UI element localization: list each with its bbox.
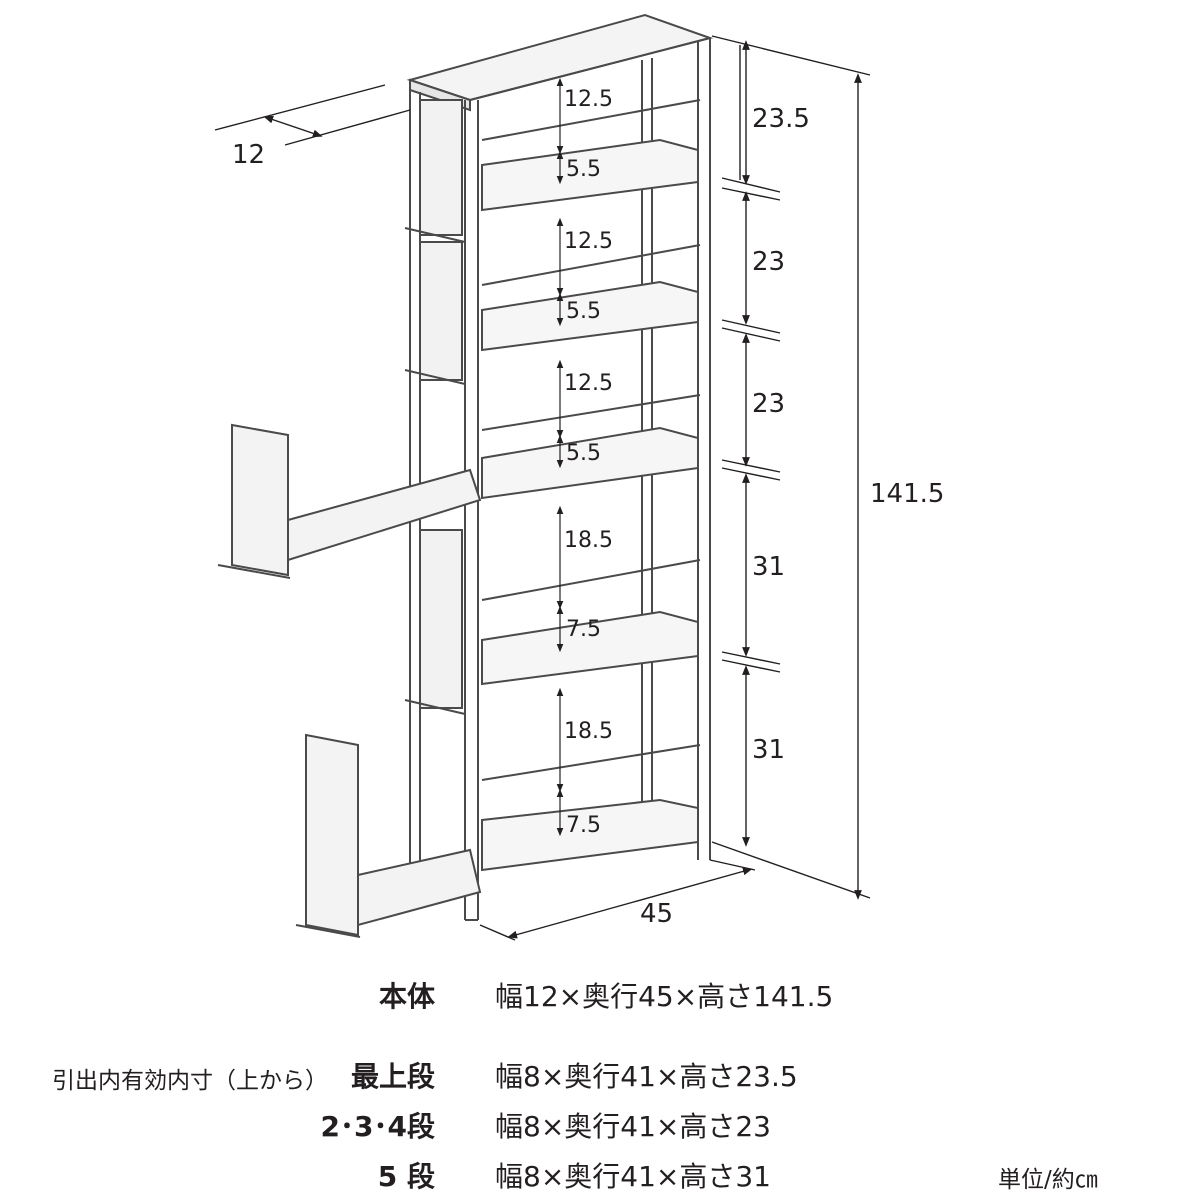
tier1-height-label: 23.5 [752,104,810,134]
body-label: 本体 [378,980,435,1013]
depth-label: 12 [232,140,265,170]
pulled-drawer-upper [217,423,482,579]
bottom-tier-label: 5 段 [377,1160,435,1193]
spec-table: 本体 幅12×奥行45×高さ141.5 引出内有効内寸（上から） 最上段 幅8×… [0,960,1200,1200]
inner-label-5-upper: 18.5 [564,719,613,744]
width-label: 45 [640,899,673,929]
inner-label-1-lower: 5.5 [566,157,601,182]
top-tier-label: 最上段 [350,1060,435,1093]
shelf-diagram: 12 45 141.5 23.5 23 23 31 31 [214,13,944,941]
tier5-height-label: 31 [752,735,785,765]
bottom-tier-value: 幅8×奥行41×高さ31 [495,1160,771,1193]
depth-dimension [214,84,411,146]
middle-tiers-label: 2･3･4段 [320,1110,435,1143]
inner-label-5-lower: 7.5 [566,813,601,838]
inner-label-2-upper: 12.5 [564,229,613,254]
width-dimension [479,859,756,941]
top-tier-value: 幅8×奥行41×高さ23.5 [495,1060,798,1093]
pulled-drawer-lower [295,733,482,938]
inner-label-4-upper: 18.5 [564,528,613,553]
tier4-height-label: 31 [752,552,785,582]
inner-label-4-lower: 7.5 [566,617,601,642]
inner-label-1-upper: 12.5 [564,87,613,112]
unit-note: 単位/約㎝ [998,1167,1098,1193]
inner-label-2-lower: 5.5 [566,299,601,324]
drawer-trays [481,99,701,872]
tier2-height-label: 23 [752,247,785,277]
inner-caption: 引出内有効内寸（上から） [52,1068,328,1094]
total-height-label: 141.5 [870,479,944,509]
tier3-height-label: 23 [752,389,785,419]
total-height-dimension [711,35,871,900]
inner-label-3-upper: 12.5 [564,371,613,396]
middle-tiers-value: 幅8×奥行41×高さ23 [495,1110,771,1143]
body-value: 幅12×奥行45×高さ141.5 [495,980,834,1013]
tier-height-dimensions [721,40,781,847]
inner-label-3-lower: 5.5 [566,441,601,466]
